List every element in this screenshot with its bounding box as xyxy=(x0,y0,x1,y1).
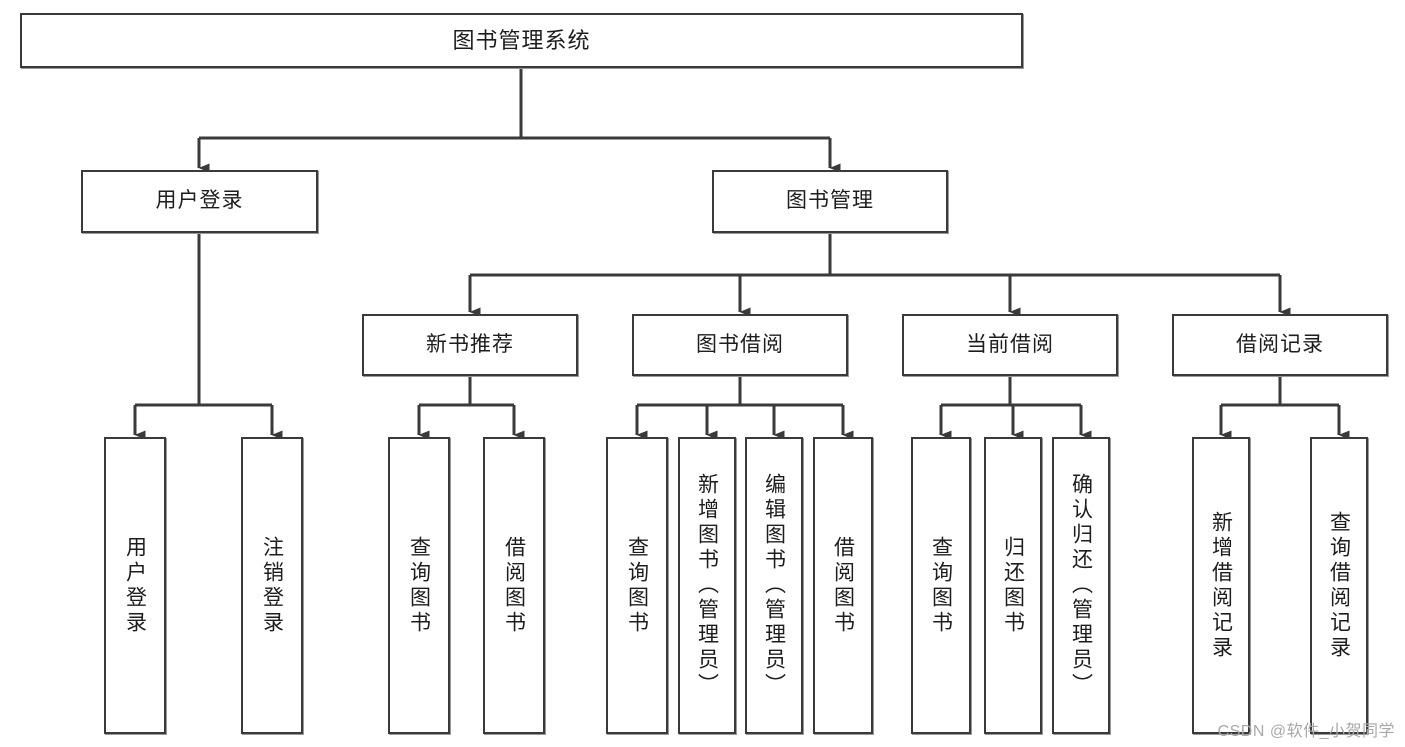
node-leaf-query-book-borrow[interactable]: 查询图书 xyxy=(606,437,668,734)
node-label: 注销登录 xyxy=(260,535,284,636)
node-label: 当前借阅 xyxy=(966,332,1054,356)
node-label: 借阅图书 xyxy=(831,535,855,636)
node-label: 图书管理 xyxy=(786,189,874,213)
node-label: 新增图书（管理员） xyxy=(695,473,719,698)
node-leaf-borrow-book[interactable]: 借阅图书 xyxy=(813,437,873,734)
node-label: 新增借阅记录 xyxy=(1209,510,1233,661)
node-level2-book-management[interactable]: 图书管理 xyxy=(712,170,948,233)
node-label: 编辑图书（管理员） xyxy=(762,473,786,698)
node-label: 查询借阅记录 xyxy=(1327,510,1351,661)
node-label: 图书借阅 xyxy=(696,332,784,356)
node-leaf-add-borrow-record[interactable]: 新增借阅记录 xyxy=(1192,437,1250,734)
node-level2-user-login[interactable]: 用户登录 xyxy=(81,170,318,233)
node-label: 借阅图书 xyxy=(502,535,526,636)
node-leaf-add-book-admin[interactable]: 新增图书（管理员） xyxy=(678,437,736,734)
node-leaf-edit-book-admin[interactable]: 编辑图书（管理员） xyxy=(745,437,803,734)
node-label: 用户登录 xyxy=(155,189,244,213)
node-root[interactable]: 图书管理系统 xyxy=(20,13,1023,68)
node-label: 新书推荐 xyxy=(426,332,514,356)
node-leaf-query-book-current[interactable]: 查询图书 xyxy=(911,437,971,734)
node-leaf-logout[interactable]: 注销登录 xyxy=(241,437,303,734)
node-level3-new-book-recommend[interactable]: 新书推荐 xyxy=(362,314,578,376)
node-leaf-borrow-book-new[interactable]: 借阅图书 xyxy=(483,437,545,734)
node-label: 查询图书 xyxy=(625,535,649,636)
watermark: CSDN @软件_小贺同学 xyxy=(1217,723,1395,740)
node-leaf-confirm-return-admin[interactable]: 确认归还（管理员） xyxy=(1052,437,1110,734)
node-label: 用户登录 xyxy=(123,535,147,636)
node-level3-current-borrow[interactable]: 当前借阅 xyxy=(902,314,1118,376)
node-leaf-return-book[interactable]: 归还图书 xyxy=(984,437,1042,734)
node-label: 查询图书 xyxy=(929,535,953,636)
node-label: 图书管理系统 xyxy=(452,27,591,53)
node-label: 归还图书 xyxy=(1001,535,1025,636)
node-level3-borrow-record[interactable]: 借阅记录 xyxy=(1172,314,1388,376)
node-leaf-query-book-new[interactable]: 查询图书 xyxy=(388,437,450,734)
node-label: 查询图书 xyxy=(407,535,431,636)
node-leaf-query-borrow-record[interactable]: 查询借阅记录 xyxy=(1310,437,1368,734)
node-label: 确认归还（管理员） xyxy=(1069,473,1093,698)
node-leaf-user-login[interactable]: 用户登录 xyxy=(104,437,166,734)
node-level3-book-borrow[interactable]: 图书借阅 xyxy=(632,314,848,376)
node-label: 借阅记录 xyxy=(1236,332,1324,356)
